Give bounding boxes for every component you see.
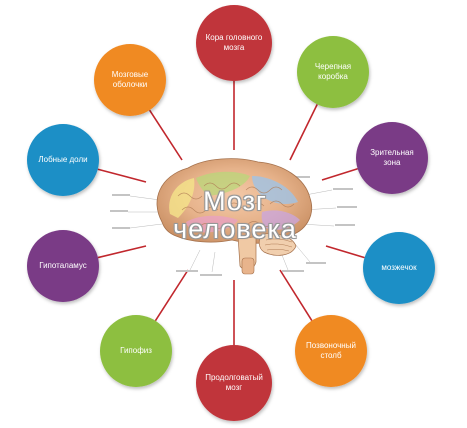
- node-circle-mozzhechok: [363, 232, 435, 304]
- node-circle-prodolgovaty: [196, 345, 272, 421]
- center-title-line1: Мозг: [203, 185, 267, 216]
- connector-pozvonochny: [279, 269, 313, 321]
- connector-gipotalamus: [97, 245, 147, 259]
- connector-zritelnaya: [321, 168, 358, 181]
- node-circle-mozgovye: [94, 44, 166, 116]
- center-title: Мозг человека: [150, 175, 320, 255]
- brain-illustration: [110, 158, 357, 276]
- node-circle-zritelnaya: [356, 122, 428, 194]
- node-circle-gipofiz: [100, 315, 172, 387]
- connector-mozgovye: [148, 109, 183, 161]
- node-circle-lobnye: [27, 124, 99, 196]
- node-circle-gipotalamus: [27, 230, 99, 302]
- connector-gipofiz: [154, 269, 189, 322]
- connector-lobnye: [97, 168, 147, 183]
- node-circle-cherepnaya: [297, 36, 369, 108]
- center-title-line2: человека: [173, 214, 297, 244]
- connector-mozzhechok: [325, 245, 365, 259]
- node-circle-kora: [196, 5, 272, 81]
- connector-cherepnaya: [289, 103, 318, 161]
- concept-nodes: [27, 5, 435, 421]
- connector-lines: [97, 81, 365, 345]
- node-circle-pozvonochny: [295, 315, 367, 387]
